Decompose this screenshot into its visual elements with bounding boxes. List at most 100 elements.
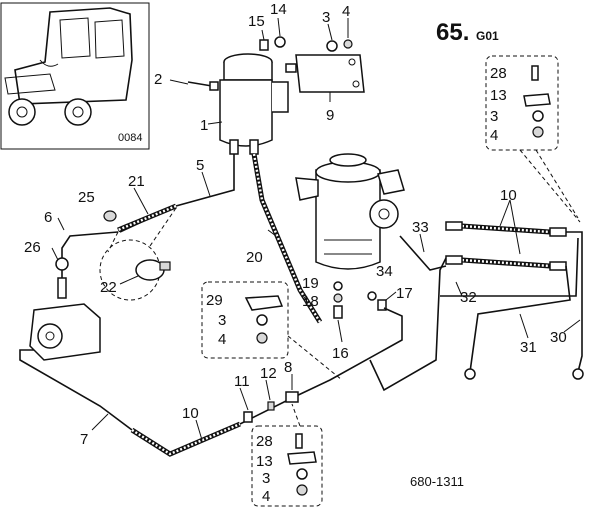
callout-13: 13 <box>256 453 273 470</box>
kit-a-leader-1 <box>519 149 581 223</box>
bolt-2 <box>187 81 219 91</box>
callouts: 1 2 15 14 3 4 9 5 21 25 6 26 22 20 19 18… <box>24 1 567 448</box>
gear-side-hub <box>378 208 390 220</box>
washer-12 <box>267 401 275 411</box>
truck-cab-body <box>14 7 133 105</box>
callout-3: 3 <box>218 312 226 329</box>
hose-end-4 <box>549 261 567 271</box>
union-8 <box>285 391 299 403</box>
kit-b-leader <box>287 335 343 381</box>
washer-14 <box>274 36 286 48</box>
page-code-suffix: G01 <box>476 29 499 43</box>
pipe-6 <box>61 231 119 296</box>
callout-12: 12 <box>260 365 277 382</box>
pipe-30 <box>566 231 583 373</box>
kit-box-c <box>251 425 323 507</box>
hose-end-2 <box>445 255 463 265</box>
kit-box-upper-right: 28 13 3 4 <box>485 55 581 223</box>
callout-31: 31 <box>520 339 537 356</box>
callout-5: 5 <box>196 157 204 174</box>
callout-20: 20 <box>246 249 263 266</box>
callout-13: 13 <box>490 87 507 104</box>
front-wheel <box>8 98 36 126</box>
hydraulic-lines <box>19 153 584 457</box>
bracket-9 <box>259 36 365 93</box>
callout-33: 33 <box>412 219 429 236</box>
kit-a-washer <box>532 110 544 122</box>
page-code-number: 65. <box>436 19 469 46</box>
reservoir-outlet-right <box>249 139 259 155</box>
nut-4-top <box>343 39 353 49</box>
pipe-30-end <box>572 368 584 380</box>
callout-4: 4 <box>342 3 350 20</box>
callout-10: 10 <box>182 405 199 422</box>
gear-side-flange <box>369 199 399 229</box>
kit-b-washer <box>256 314 268 326</box>
kit-c-clip <box>287 451 317 465</box>
truck-inset: 0084 <box>0 2 150 150</box>
reservoir-neck <box>223 62 273 81</box>
drawing-number: 680-1311 <box>410 474 464 489</box>
fitting-19 <box>333 281 343 291</box>
kit-box-b <box>201 281 289 359</box>
bracket-hole-2 <box>352 80 360 88</box>
hose-end-1 <box>445 221 463 231</box>
bracket-tab <box>285 63 297 73</box>
truck-bumper <box>4 73 56 95</box>
callout-3: 3 <box>322 9 330 26</box>
rear-wheel <box>64 98 92 126</box>
callout-11: 11 <box>234 373 250 390</box>
callout-6: 6 <box>44 209 52 226</box>
screw-15 <box>259 39 269 51</box>
inset-code: 0084 <box>118 132 142 144</box>
truck-window <box>94 19 125 59</box>
kit-c-washer <box>296 468 308 480</box>
callout-28: 28 <box>256 433 273 450</box>
reservoir-body <box>219 79 273 147</box>
gear-housing <box>315 169 381 270</box>
reservoir-outlet-left <box>229 139 239 155</box>
callout-4: 4 <box>262 488 270 505</box>
callout-29: 29 <box>206 292 223 309</box>
kit-box-bottom: 28 13 3 4 <box>251 403 323 507</box>
gear-left-port <box>295 177 319 201</box>
hose-20 <box>251 153 323 324</box>
reservoir-bracket <box>272 81 289 113</box>
callout-19: 19 <box>302 275 319 292</box>
kit-b-nut <box>256 332 268 344</box>
hose-end-3 <box>549 227 567 237</box>
truck-door <box>59 17 91 59</box>
bolt-2-head <box>209 81 219 91</box>
pipe-32 <box>369 257 447 392</box>
callout-22: 22 <box>100 279 117 296</box>
fitting-17 <box>377 299 387 311</box>
callout-7: 7 <box>80 431 88 448</box>
callout-32: 32 <box>460 289 477 306</box>
pump-pulley <box>37 323 63 349</box>
rear-hub <box>72 106 84 118</box>
callout-21: 21 <box>128 173 145 190</box>
callout-1: 1 <box>200 117 208 134</box>
kit-c-bolt <box>295 433 303 449</box>
detail-leader-1 <box>107 231 119 253</box>
banjo-bolt <box>57 277 67 299</box>
fitting-34 <box>367 291 377 301</box>
callout-34: 34 <box>376 263 393 280</box>
kit-box-middle: 29 3 4 <box>201 281 343 381</box>
detail-leader-2 <box>149 207 177 247</box>
callout-10: 10 <box>500 187 517 204</box>
front-hub <box>16 106 28 118</box>
callout-26: 26 <box>24 239 41 256</box>
clamp-screw <box>159 261 171 271</box>
pipe-7 <box>19 349 133 431</box>
gear-fittings <box>333 281 387 319</box>
inset-frame <box>0 2 150 150</box>
kit-c-nut <box>296 484 308 496</box>
callout-18: 18 <box>302 293 319 310</box>
kit-a-nut <box>532 126 544 138</box>
kit-c-leader <box>291 403 301 427</box>
seal-26 <box>55 257 69 271</box>
callout-4: 4 <box>490 127 498 144</box>
pipe-33 <box>399 235 447 271</box>
